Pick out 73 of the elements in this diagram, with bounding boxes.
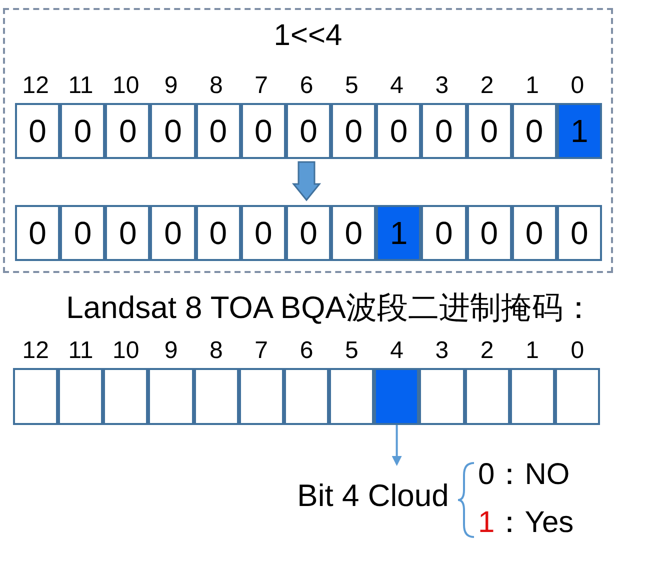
bit-index: 8 <box>208 336 224 365</box>
highlighted-bit-cell: 1 <box>376 205 422 261</box>
bit-index: 11 <box>67 336 94 365</box>
bit-index: 3 <box>434 336 450 365</box>
bit-index: 12 <box>21 336 50 365</box>
highlighted-bit-cell <box>374 368 420 425</box>
bit-cell: 0 <box>512 103 557 159</box>
bit-cell: 0 <box>60 205 106 261</box>
bit-index: 5 <box>344 71 360 100</box>
bit-cell: 0 <box>512 205 557 261</box>
highlighted-bit-cell: 1 <box>556 103 602 159</box>
bit-cell: 0 <box>466 205 512 261</box>
bit-index: 7 <box>254 336 270 365</box>
bit-cell: 0 <box>196 103 241 159</box>
bit-index: 5 <box>344 336 360 365</box>
bit-cell <box>58 368 104 425</box>
arrow <box>392 425 402 466</box>
bit-cell: 0 <box>421 103 467 159</box>
bit-cell <box>464 368 510 425</box>
frame-title: 1<<4 <box>272 18 344 54</box>
bit-cell: 0 <box>240 103 286 159</box>
bit-index: 10 <box>112 336 140 365</box>
bit-cell <box>238 368 284 425</box>
bit-cell <box>148 368 194 425</box>
bit-cell <box>284 368 330 425</box>
bit-cell: 0 <box>331 103 376 159</box>
heading-text: Landsat 8 TOA BQA波段二进制掩码： <box>65 288 595 327</box>
bit-cell: 0 <box>286 205 332 261</box>
bit-cell: 0 <box>105 103 150 159</box>
bit-cell <box>103 368 148 425</box>
bit-index: 7 <box>254 71 270 100</box>
bit-name-text: Bit 4 Cloud <box>283 466 463 526</box>
dashed-frame <box>3 8 613 273</box>
bit-cell: 0 <box>150 103 196 159</box>
bit-index: 12 <box>21 71 50 100</box>
bit-index: 4 <box>389 336 404 365</box>
bit-cell: 0 <box>15 103 60 159</box>
bit-index: 2 <box>479 336 495 365</box>
bit-cell: 0 <box>556 205 602 261</box>
bit-cell <box>194 368 239 425</box>
value-text: 0：NO <box>478 456 571 492</box>
bit-index: 3 <box>434 71 450 100</box>
bit-cell <box>419 368 465 425</box>
bit-cell: 0 <box>331 205 376 261</box>
value-text: 1：Yes <box>478 504 575 540</box>
bit-index: 1 <box>524 71 540 100</box>
bit-index: 10 <box>112 71 140 100</box>
bit-cell <box>329 368 374 425</box>
bit-index: 1 <box>524 336 540 365</box>
bit-index: 2 <box>479 71 495 100</box>
bit-cell <box>554 368 600 425</box>
bit-cell: 0 <box>240 205 286 261</box>
bit-cell: 0 <box>196 205 241 261</box>
bit-index: 6 <box>298 71 314 100</box>
bit-cell <box>510 368 555 425</box>
bit-index: 0 <box>570 71 586 100</box>
bit-cell: 0 <box>421 205 467 261</box>
bit-cell: 0 <box>105 205 150 261</box>
bit-cell: 0 <box>286 103 332 159</box>
bit-cell: 0 <box>15 205 60 261</box>
bit-cell <box>13 368 58 425</box>
bit-index: 4 <box>389 71 404 100</box>
bit-cell: 0 <box>150 205 196 261</box>
block-arrow <box>292 161 322 202</box>
bit-index: 8 <box>208 71 224 100</box>
bit-cell: 0 <box>60 103 106 159</box>
bit-cell: 0 <box>376 103 422 159</box>
bit-index: 11 <box>67 71 94 100</box>
bit-index: 9 <box>163 71 179 100</box>
bit-cell: 0 <box>466 103 512 159</box>
bit-index: 0 <box>570 336 586 365</box>
bit-index: 9 <box>163 336 179 365</box>
bit-index: 6 <box>298 336 314 365</box>
